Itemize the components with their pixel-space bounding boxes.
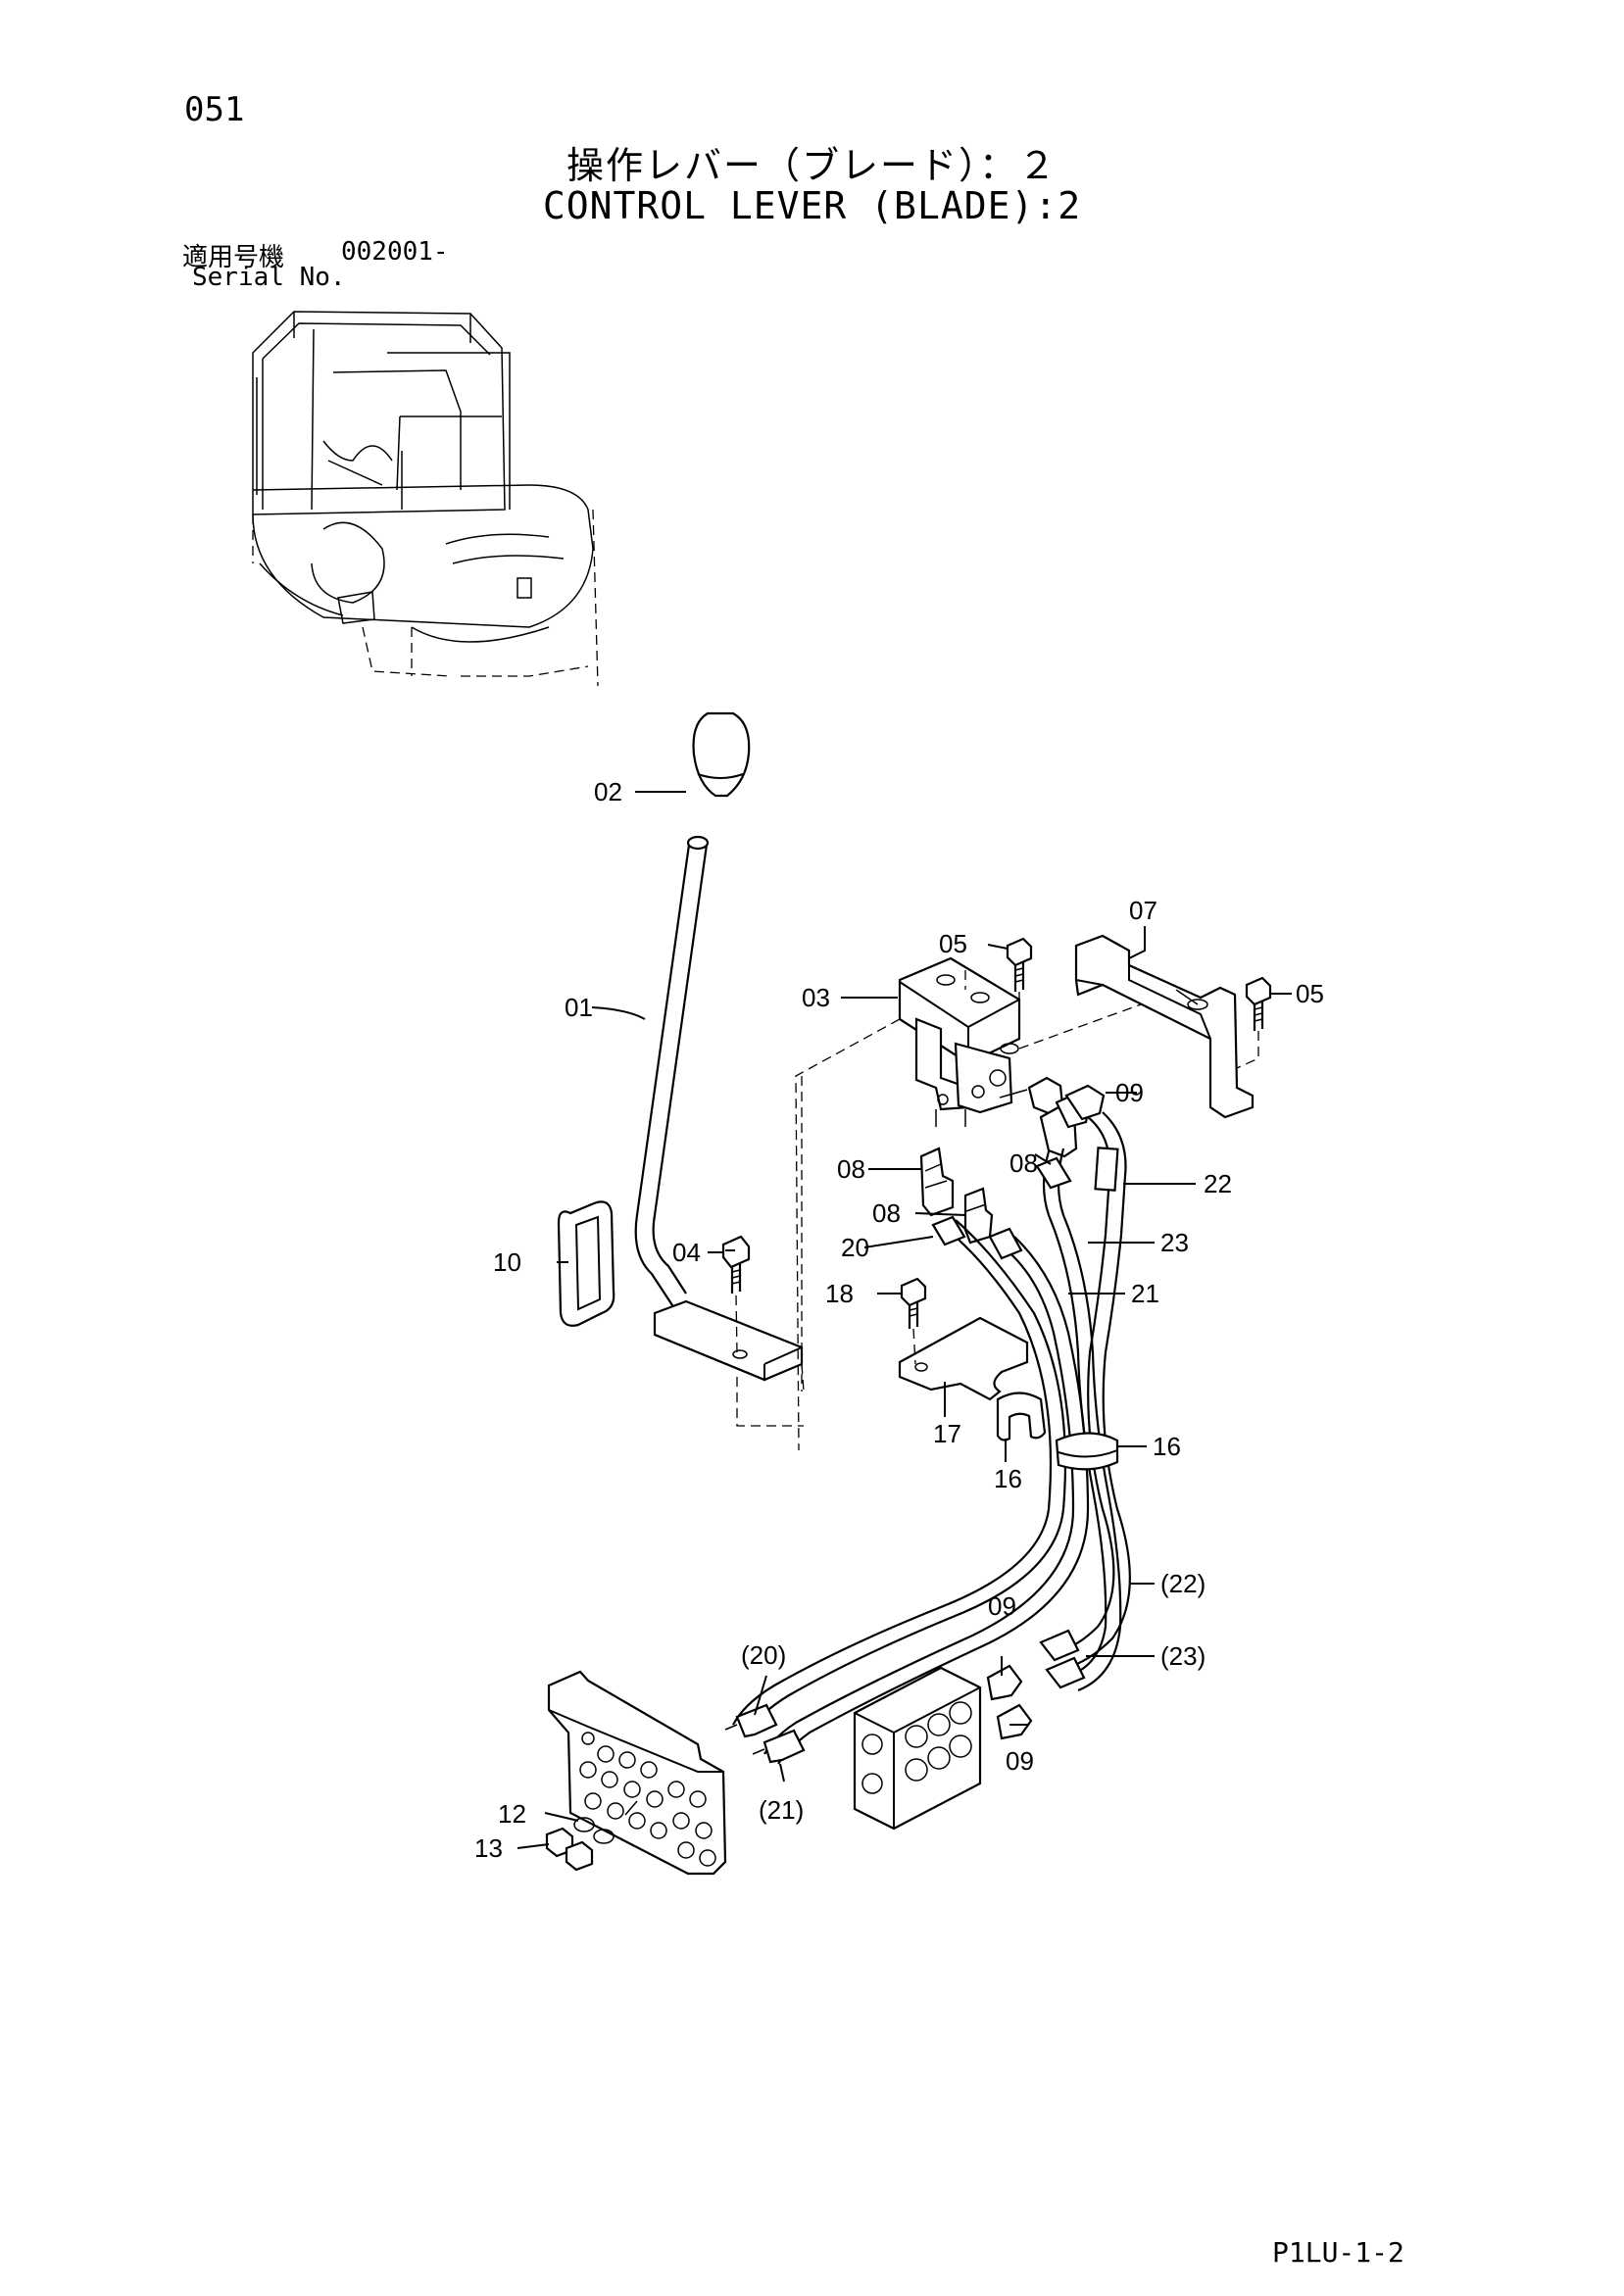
callout-05-bracket: 05 bbox=[1296, 979, 1324, 1008]
callout-16-right: 16 bbox=[1153, 1432, 1181, 1461]
callout-09-valve: 09 bbox=[1115, 1078, 1144, 1107]
page-number: 051 bbox=[184, 90, 245, 129]
bracket-07 bbox=[1074, 934, 1255, 1119]
callout-22: 22 bbox=[1204, 1169, 1232, 1198]
callout-labels: 02 01 03 05 07 05 09 08 08 08 20 22 23 2… bbox=[474, 777, 1324, 1863]
callout-13: 13 bbox=[474, 1833, 503, 1863]
callout-21: 21 bbox=[1131, 1279, 1159, 1308]
clamp-16-left bbox=[996, 1392, 1047, 1441]
nuts-13 bbox=[545, 1827, 594, 1872]
callout-01: 01 bbox=[565, 993, 593, 1022]
reference-mark bbox=[624, 1800, 638, 1816]
serial-label-japanese: 適用号機 bbox=[182, 243, 285, 272]
serial-label-english: Serial No. bbox=[192, 263, 346, 292]
callout-08-middle: 08 bbox=[872, 1198, 901, 1228]
callout-09-lower: 09 bbox=[1006, 1746, 1034, 1776]
callout-20: 20 bbox=[841, 1233, 869, 1262]
callout-18: 18 bbox=[825, 1279, 854, 1308]
bolt-05-valve bbox=[1006, 937, 1033, 1039]
excavator-cab-thumbnail bbox=[252, 311, 599, 687]
callout-16-left: 16 bbox=[994, 1464, 1022, 1493]
hose-end-fittings-lower bbox=[724, 1629, 1086, 1764]
lever-bracket bbox=[653, 1299, 804, 1382]
plate-17 bbox=[898, 1316, 1029, 1401]
page-title-english: CONTROL LEVER (BLADE):2 bbox=[542, 184, 1082, 227]
callout-23: 23 bbox=[1160, 1228, 1189, 1257]
bolt-05-bracket bbox=[1236, 976, 1272, 1069]
page-title-japanese: 操作レバー（ブレード）：２ bbox=[566, 144, 1058, 187]
mounting-plate bbox=[547, 1670, 727, 1876]
callout-12: 12 bbox=[498, 1799, 526, 1829]
callout-08-left: 08 bbox=[837, 1154, 865, 1184]
pilot-hoses bbox=[732, 1111, 1131, 1765]
footer-code: P1LU-1-2 bbox=[1272, 2236, 1404, 2269]
control-lever-assembly bbox=[634, 711, 805, 1427]
lever-knob bbox=[692, 711, 751, 798]
fittings-09-lower bbox=[986, 1664, 1033, 1740]
bolt-18 bbox=[900, 1277, 927, 1365]
serial-number-value: 002001- bbox=[341, 237, 449, 267]
callout-22-paren: (22) bbox=[1160, 1569, 1206, 1598]
bolt-04 bbox=[721, 1235, 751, 1353]
washers-12 bbox=[573, 1817, 615, 1844]
leader-lines bbox=[517, 791, 1292, 1849]
callout-09-upper: 09 bbox=[988, 1591, 1016, 1621]
callout-17: 17 bbox=[933, 1419, 961, 1448]
fittings-08-09 bbox=[919, 1076, 1106, 1245]
callout-08-right: 08 bbox=[1009, 1148, 1038, 1178]
callout-05-valve: 05 bbox=[939, 929, 967, 958]
callout-10: 10 bbox=[493, 1247, 521, 1277]
callout-23-paren: (23) bbox=[1160, 1641, 1206, 1671]
callout-04: 04 bbox=[672, 1238, 701, 1267]
callout-02: 02 bbox=[594, 777, 622, 806]
callout-07: 07 bbox=[1129, 896, 1157, 925]
callout-03: 03 bbox=[802, 983, 830, 1012]
callout-21-paren: (21) bbox=[759, 1795, 804, 1825]
clamp-16-right bbox=[1055, 1432, 1119, 1471]
grommet-10 bbox=[557, 1200, 615, 1327]
valve-block bbox=[853, 1666, 982, 1831]
lever-rod bbox=[634, 844, 709, 1309]
pilot-valve-03 bbox=[795, 956, 1177, 1451]
callout-20-paren: (20) bbox=[741, 1640, 786, 1670]
